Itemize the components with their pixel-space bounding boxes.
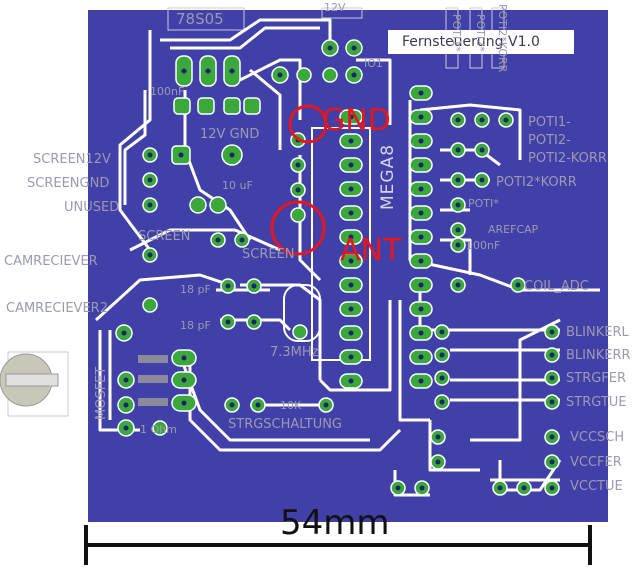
- crystal-body: [283, 284, 321, 342]
- unused-label: UNUSED: [64, 200, 120, 215]
- board-title: Fernsteuerung V1.0: [402, 34, 540, 50]
- screengnd-label: SCREENGND: [27, 176, 110, 191]
- blinkerl-label: BLINKERL: [566, 325, 629, 340]
- dimension-line: [84, 525, 592, 565]
- pf18a-label: 18 pF: [180, 283, 211, 296]
- v12gnd-label: 12V GND: [200, 127, 260, 142]
- coiladc-label: COIL_ADC: [524, 279, 589, 294]
- mosfet-label: MOSFET: [94, 366, 109, 420]
- poti-top3-label: POTI2*KORR: [496, 4, 509, 73]
- screen12v-label: SCREEN12V: [33, 152, 111, 167]
- ant-marker-circle: [270, 200, 326, 256]
- dimension-label: 54mm: [280, 503, 390, 543]
- blinkerr-label: BLINKERR: [566, 348, 631, 363]
- screen-label: SCREEN: [138, 229, 191, 244]
- uf10-label: 10 uF: [222, 179, 253, 192]
- v12-top-label: 12V: [324, 1, 346, 14]
- vccfer-label: VCCFER: [570, 455, 622, 470]
- poti-top2-label: POTI2*: [474, 14, 487, 52]
- nf100-label: 100nF: [466, 239, 501, 252]
- vcctue-label: VCCTUE: [570, 479, 623, 494]
- mosfet-tabs: [138, 355, 168, 406]
- ohm-label: 1 Ohm: [140, 423, 177, 436]
- screen2-label: SCREEN: [242, 247, 295, 262]
- pcb-holes: [121, 45, 555, 491]
- strgtue-label: STRGTUE: [566, 395, 627, 410]
- strgschaltung-label: STRGSCHALTUNG: [228, 417, 343, 432]
- poti-label: POTI*: [468, 197, 499, 210]
- gnd-marker-circle: [288, 104, 328, 144]
- poti2korr2-label: POTI2*KORR: [496, 175, 577, 190]
- pf18b-label: 18 pF: [180, 319, 211, 332]
- vccsch-label: VCCSCH: [570, 430, 625, 445]
- arefcap-label: AREFCAP: [488, 223, 539, 236]
- gnd-annotation: GND: [322, 103, 391, 138]
- io1-label: IO1: [364, 57, 383, 70]
- poti-top1-label: POTI1*: [450, 14, 463, 52]
- strgfer-label: STRGFER: [566, 371, 627, 386]
- k10-label: 10K: [280, 399, 302, 412]
- camreciever2-label: CAMRECIEVER2: [6, 301, 108, 316]
- silk-outlines: [0, 7, 505, 417]
- ant-annotation: ANT: [340, 233, 402, 268]
- chip-label: MEGA8: [378, 143, 398, 210]
- title-box: [388, 30, 574, 54]
- mhz-label: 7.3MHz: [270, 345, 319, 360]
- poti2-label: POTI2-: [528, 133, 571, 148]
- nf100b-label: 100nF: [150, 85, 185, 98]
- camreciever-label: CAMRECIEVER: [4, 254, 98, 269]
- poti1-label: POTI1-: [528, 115, 571, 130]
- poti2korr-label: POTI2-KORR: [528, 151, 607, 166]
- regulator-label: 78S05: [176, 10, 224, 28]
